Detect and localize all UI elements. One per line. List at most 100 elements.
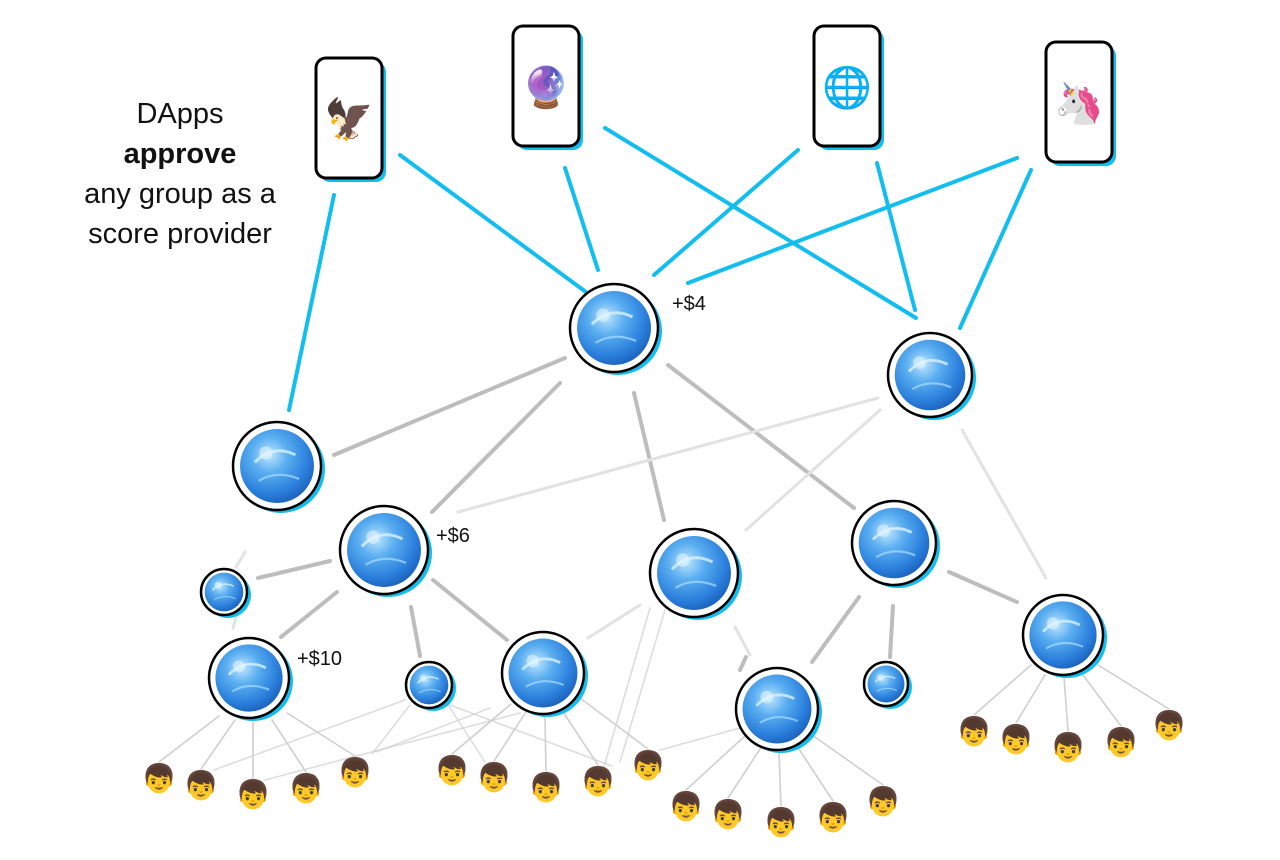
user-icon: 👦 bbox=[866, 785, 901, 818]
group-node-g-top-right[interactable] bbox=[886, 331, 976, 420]
caption: DApps approve any group as a score provi… bbox=[40, 94, 320, 254]
orb-glint bbox=[214, 581, 222, 589]
group-edge-5 bbox=[279, 590, 339, 639]
orb-highlight bbox=[907, 359, 949, 373]
orb-icon bbox=[894, 339, 966, 411]
dapp-card-frame bbox=[1044, 40, 1114, 164]
orb-highlight bbox=[227, 662, 267, 676]
membership-edge-15 bbox=[973, 664, 1032, 716]
orb-glint bbox=[913, 356, 926, 370]
membership-edge-0 bbox=[158, 715, 220, 763]
group-edge-4 bbox=[256, 559, 332, 580]
orb-icon bbox=[867, 665, 905, 703]
dapp-card-4[interactable]: 🦄 bbox=[1044, 40, 1116, 166]
membership-edge-11 bbox=[727, 745, 763, 799]
group-node-g-top-center[interactable] bbox=[568, 282, 662, 375]
membership-edge-8 bbox=[562, 711, 599, 766]
user-icon: 👦 bbox=[711, 798, 746, 831]
reward-label: +$4 bbox=[672, 293, 706, 315]
cross-edge-5 bbox=[375, 707, 491, 753]
user-icon: 👦 bbox=[764, 806, 799, 839]
group-edge-3 bbox=[666, 363, 856, 510]
dapp-card-3[interactable]: 🌐 bbox=[812, 24, 884, 150]
orb-highlight bbox=[674, 580, 717, 589]
approval-edge-4 bbox=[652, 148, 800, 277]
user-icon: 👦 bbox=[1051, 731, 1086, 764]
membership-edge-19 bbox=[1097, 664, 1170, 710]
orb-glint bbox=[419, 674, 427, 682]
orb-icon bbox=[577, 291, 651, 365]
orb-glint bbox=[877, 674, 884, 681]
cross-edge-8 bbox=[659, 727, 741, 751]
orb-highlight bbox=[874, 675, 896, 683]
group-node-g-far-right[interactable] bbox=[1021, 593, 1107, 678]
group-node-g-bottom-center[interactable] bbox=[734, 666, 822, 753]
approval-edge-3 bbox=[603, 126, 918, 320]
group-layer: +$4+$6+$10 bbox=[199, 282, 1107, 753]
crystal-ball-icon: 🔮 bbox=[521, 64, 571, 110]
group-node-g-bottom-center-left[interactable] bbox=[500, 630, 588, 717]
orb-glint bbox=[1046, 617, 1059, 630]
approval-edge-6 bbox=[875, 161, 917, 312]
group-node-g-small-right[interactable] bbox=[862, 660, 912, 709]
orb-glint bbox=[366, 530, 380, 544]
cross-edge-6 bbox=[619, 609, 666, 763]
user-icon: 👦 bbox=[477, 761, 512, 794]
membership-edge-3 bbox=[271, 719, 307, 773]
membership-edge-5 bbox=[451, 703, 512, 755]
user-icon: 👦 bbox=[184, 769, 219, 802]
user-icon: 👦 bbox=[529, 771, 564, 804]
orb-highlight bbox=[253, 449, 297, 464]
group-edge-1 bbox=[430, 381, 562, 514]
caption-line-2: approve bbox=[40, 134, 320, 174]
orb-highlight bbox=[755, 693, 795, 707]
caption-line-3: any group as a bbox=[84, 178, 276, 210]
group-edge-2 bbox=[632, 391, 666, 522]
cross-edge-1 bbox=[371, 704, 411, 755]
orb-icon bbox=[1029, 601, 1097, 669]
user-icon: 👦 bbox=[142, 762, 177, 795]
caption-bold-word: approve bbox=[123, 138, 237, 170]
orb-highlight bbox=[875, 550, 916, 559]
orb-highlight bbox=[871, 527, 913, 541]
faint-edge-4 bbox=[586, 603, 642, 640]
orb-highlight bbox=[231, 684, 270, 693]
user-icon: 👦 bbox=[1104, 726, 1139, 759]
cross-edge-4 bbox=[264, 712, 521, 781]
membership-edge-9 bbox=[579, 697, 649, 750]
orb-icon bbox=[240, 429, 314, 503]
user-icon: 👦 bbox=[957, 715, 992, 748]
reward-label: +$10 bbox=[297, 648, 342, 670]
group-node-g-center[interactable] bbox=[648, 527, 742, 620]
user-icon: 👦 bbox=[999, 723, 1034, 756]
group-node-g-small-left[interactable] bbox=[199, 567, 251, 618]
group-node-g-bottom-left[interactable] bbox=[207, 636, 293, 721]
approval-edge-0 bbox=[287, 193, 336, 412]
orb-highlight bbox=[214, 595, 236, 601]
orb-highlight bbox=[360, 533, 404, 548]
membership-edge-6 bbox=[493, 711, 527, 762]
faint-edge-3 bbox=[234, 550, 247, 569]
orb-glint bbox=[232, 660, 245, 673]
orb-icon bbox=[215, 644, 283, 712]
orb-highlight bbox=[525, 680, 565, 688]
orb-highlight bbox=[419, 688, 441, 694]
dapp-card-frame bbox=[812, 24, 882, 148]
group-node-g-mid-left[interactable] bbox=[338, 504, 432, 597]
group-node-g-right-upper[interactable] bbox=[850, 499, 940, 588]
group-edge-11 bbox=[738, 655, 748, 672]
group-node-g-small-center-left[interactable] bbox=[404, 660, 456, 711]
dapp-card-1[interactable]: 🦅 bbox=[314, 56, 386, 182]
orb-icon bbox=[409, 665, 449, 705]
eagle-icon: 🦅 bbox=[324, 95, 374, 142]
orb-highlight bbox=[1045, 641, 1084, 650]
orb-highlight bbox=[211, 583, 235, 591]
dapp-card-2[interactable]: 🔮 bbox=[511, 24, 583, 150]
user-icon: 👦 bbox=[581, 765, 616, 798]
approval-edge-1 bbox=[398, 153, 592, 297]
orb-highlight bbox=[876, 687, 898, 692]
group-node-g-left[interactable] bbox=[231, 420, 325, 513]
unicorn-icon: 🦄 bbox=[1054, 80, 1104, 126]
orb-icon bbox=[347, 513, 421, 587]
faint-edge-1 bbox=[744, 408, 882, 532]
